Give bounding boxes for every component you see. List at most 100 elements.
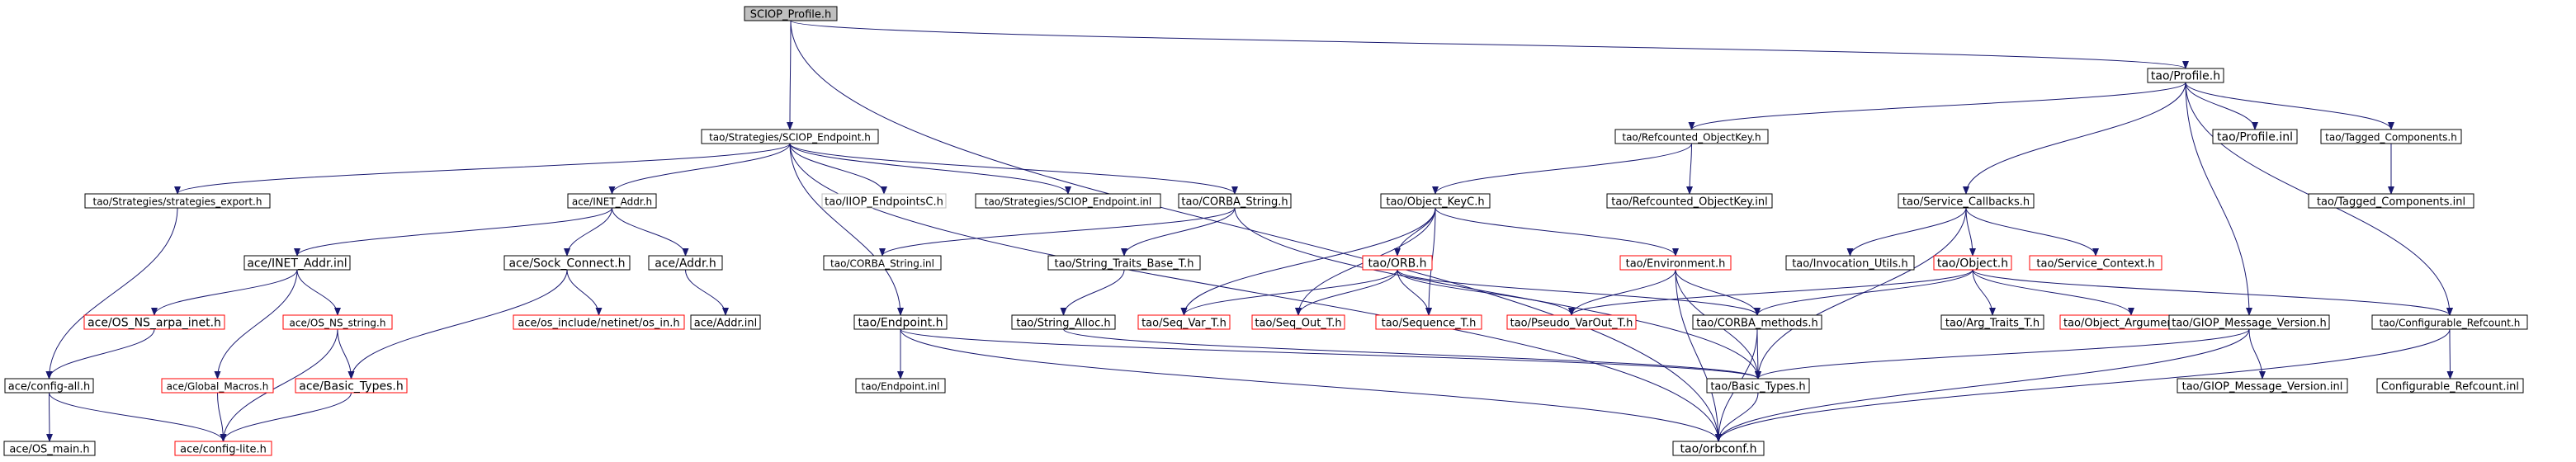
edge-sciop_ep-to-inet_addr xyxy=(608,143,791,195)
node-tagged_comp_inl[interactable]: tao/Tagged_Components.inl xyxy=(2308,193,2474,209)
node-label: ace/Basic_Types.h xyxy=(299,380,403,394)
node-profile_inl[interactable]: tao/Profile.inl xyxy=(2212,129,2298,144)
node-box xyxy=(2147,68,2224,83)
edge-orb-to-corba_methods xyxy=(1397,269,1761,316)
node-inet_addr[interactable]: ace/INET_Addr.h xyxy=(567,193,657,209)
edge-endpoint-to-orbconf xyxy=(900,328,1722,442)
node-arg_traits[interactable]: tao/Arg_Traits_T.h xyxy=(1940,314,2044,330)
node-ace_ns_string[interactable]: ace/OS_NS_string.h xyxy=(282,314,393,330)
node-seq_out[interactable]: tao/Seq_Out_T.h xyxy=(1251,314,1345,330)
node-box xyxy=(503,255,631,271)
edge-sciop_ep-to-endpoint xyxy=(789,143,904,316)
node-giop_msg_ver[interactable]: tao/GIOP_Message_Version.h xyxy=(2168,314,2330,330)
node-box xyxy=(2212,129,2298,144)
node-ace_netinet_in[interactable]: ace/os_include/netinet/os_in.h xyxy=(513,314,685,330)
node-conf_refcount_inl[interactable]: Configurable_Refcount.inl xyxy=(2376,378,2524,394)
nodes-layer: SCIOP_Profile.h tao/Strategies/SCIOP_Endp… xyxy=(3,6,2528,456)
edge-objkeyc-to-environment xyxy=(1435,207,1679,257)
node-svc_context[interactable]: tao/Service_Context.h xyxy=(2029,255,2162,271)
node-addr[interactable]: ace/Addr.h xyxy=(648,255,723,271)
node-string_alloc[interactable]: tao/String_Alloc.h xyxy=(1011,314,1116,330)
node-box xyxy=(975,193,1161,209)
edge-endpoint-to-basic_types_tao xyxy=(900,328,1761,380)
edge-orb-to-pseudo_varout xyxy=(1397,269,1575,316)
node-box xyxy=(2177,378,2348,394)
node-corba_methods[interactable]: tao/CORBA_methods.h xyxy=(1692,314,1822,330)
edge-sock_connect-to-basic_types_ace xyxy=(347,269,568,380)
edge-corba_string-to-str_traits_base xyxy=(1121,207,1236,257)
node-config_lite[interactable]: ace/config-lite.h xyxy=(174,441,272,456)
node-box xyxy=(83,314,225,330)
node-object[interactable]: tao/Object.h xyxy=(1933,255,2012,271)
node-svc_callbacks[interactable]: tao/Service_Callbacks.h xyxy=(1898,193,2035,209)
node-sciop_ep_inl[interactable]: tao/Strategies/SCIOP_Endpoint.inl xyxy=(975,193,1161,209)
node-box xyxy=(1933,255,2012,271)
node-strat_export[interactable]: tao/Strategies/strategies_export.h xyxy=(84,193,271,209)
node-box xyxy=(1380,193,1491,209)
node-box xyxy=(282,314,393,330)
node-refc_objkey[interactable]: tao/Refcounted_ObjectKey.h xyxy=(1614,129,1769,144)
edge-orb-to-seq_var xyxy=(1180,269,1398,316)
node-endpoint_inl[interactable]: tao/Endpoint.inl xyxy=(855,378,946,394)
node-box xyxy=(823,255,942,271)
edge-inet_addr_inl-to-global_macros xyxy=(214,269,298,380)
edge-ace_ns_string-to-config_lite xyxy=(220,328,338,442)
node-label: tao/Endpoint.inl xyxy=(862,381,940,393)
edge-corba_string-to-basic_types_tao xyxy=(1234,207,1761,380)
node-box xyxy=(3,441,96,456)
node-box xyxy=(1606,193,1773,209)
node-label: tao/Refcounted_ObjectKey.inl xyxy=(1611,196,1768,209)
node-label: tao/Seq_Var_T.h xyxy=(1141,318,1227,330)
node-conf_refcount[interactable]: tao/Configurable_Refcount.h xyxy=(2371,314,2528,330)
node-sequence_t[interactable]: tao/Sequence_T.h xyxy=(1375,314,1482,330)
node-tagged_comp[interactable]: tao/Tagged_Components.h xyxy=(2320,129,2462,144)
node-label: tao/Strategies/SCIOP_Endpoint.inl xyxy=(985,196,1151,208)
node-invocation_utils[interactable]: tao/Invocation_Utils.h xyxy=(1785,255,1915,271)
node-global_macros[interactable]: ace/Global_Macros.h xyxy=(161,378,274,394)
node-config_all[interactable]: ace/config-all.h xyxy=(4,378,94,394)
node-label: tao/Profile.h xyxy=(2151,70,2220,83)
edge-sock_connect-to-ace_netinet_in xyxy=(566,269,603,316)
node-box xyxy=(1251,314,1345,330)
node-refc_objkey_inl[interactable]: tao/Refcounted_ObjectKey.inl xyxy=(1606,193,1773,209)
edge-giop_msg_ver-to-orbconf xyxy=(1715,328,2250,442)
node-basic_types_ace[interactable]: ace/Basic_Types.h xyxy=(295,378,408,394)
node-box xyxy=(2376,378,2524,394)
node-str_traits_base[interactable]: tao/String_Traits_Base_T.h xyxy=(1047,255,1201,271)
node-corba_string_inl[interactable]: tao/CORBA_String.inl xyxy=(823,255,942,271)
edge-sciop_ep-to-sciop_ep_inl xyxy=(789,143,1071,195)
edge-addr-to-addr_inl xyxy=(685,269,729,316)
node-root[interactable]: SCIOP_Profile.h xyxy=(744,6,838,21)
node-orbconf[interactable]: tao/orbconf.h xyxy=(1672,441,1765,456)
node-box xyxy=(1672,441,1765,456)
node-sock_connect[interactable]: ace/Sock_Connect.h xyxy=(503,255,631,271)
edge-basic_types_tao-to-orbconf xyxy=(1715,392,1759,442)
node-environment[interactable]: tao/Environment.h xyxy=(1619,255,1732,271)
node-box xyxy=(1614,129,1769,144)
node-label: tao/Seq_Out_T.h xyxy=(1255,318,1341,330)
node-iiop_epc[interactable]: tao/IIOP_EndpointsC.h xyxy=(821,193,947,209)
node-label: ace/OS_NS_string.h xyxy=(290,318,386,329)
node-basic_types_tao[interactable]: tao/Basic_Types.h xyxy=(1706,378,1810,394)
node-profile[interactable]: tao/Profile.h xyxy=(2147,68,2224,83)
node-pseudo_varout[interactable]: tao/Pseudo_VarOut_T.h xyxy=(1506,314,1637,330)
node-box xyxy=(1506,314,1637,330)
edge-profile-to-svc_callbacks xyxy=(1963,82,2186,195)
node-corba_string[interactable]: tao/CORBA_String.h xyxy=(1178,193,1292,209)
node-label: tao/Tagged_Components.h xyxy=(2325,132,2457,144)
node-os_main[interactable]: ace/OS_main.h xyxy=(3,441,96,456)
node-orb[interactable]: tao/ORB.h xyxy=(1362,255,1433,271)
node-giop_msg_ver_inl[interactable]: tao/GIOP_Message_Version.inl xyxy=(2177,378,2348,394)
node-ace_ns_arpa_inet[interactable]: ace/OS_NS_arpa_inet.h xyxy=(83,314,225,330)
node-obj_argument[interactable]: tao/Object_Argument_T.h xyxy=(2059,314,2203,330)
node-addr_inl[interactable]: ace/Addr.inl xyxy=(690,314,761,330)
node-box xyxy=(1940,314,2044,330)
node-label: tao/IIOP_EndpointsC.h xyxy=(825,196,943,209)
node-seq_var[interactable]: tao/Seq_Var_T.h xyxy=(1137,314,1231,330)
node-label: Configurable_Refcount.inl xyxy=(2381,381,2519,394)
node-endpoint[interactable]: tao/Endpoint.h xyxy=(853,314,948,330)
node-box xyxy=(855,378,946,394)
node-inet_addr_inl[interactable]: ace/INET_Addr.inl xyxy=(243,255,351,271)
node-sciop_ep[interactable]: tao/Strategies/SCIOP_Endpoint.h xyxy=(701,129,879,144)
node-objkeyc[interactable]: tao/Object_KeyC.h xyxy=(1380,193,1491,209)
